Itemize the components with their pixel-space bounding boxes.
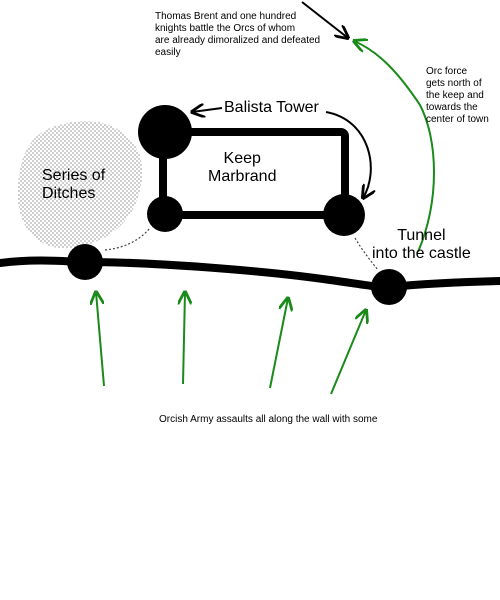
orc-arrow-3 — [269, 298, 288, 389]
ditches-label: Series of Ditches — [42, 167, 106, 202]
balista-tower-circle — [138, 105, 192, 159]
balista-pointer-arrow — [192, 108, 223, 112]
keep-marbrand-label: Keep Marbrand — [208, 150, 277, 185]
balista-fire-arrow — [325, 111, 371, 198]
thomas-brent-label: Thomas Brent and one hundred knights bat… — [155, 11, 321, 58]
orc-force-label: Orc force gets north of the keep and tow… — [426, 66, 489, 125]
keep-walls — [159, 128, 349, 219]
keep-tower-southwest — [147, 196, 183, 232]
tunnel-label: Tunnel into the castle — [372, 227, 471, 262]
tunnel-east — [354, 237, 379, 271]
keep-tower-southeast — [323, 194, 365, 236]
orc-arrow-2 — [183, 292, 185, 385]
tunnel-west — [104, 227, 151, 251]
knights-arrow — [301, 1, 348, 38]
ditches-area — [18, 121, 143, 249]
orcish-army-label: Orcish Army assaults all along the wall … — [159, 414, 378, 425]
orc-arrow-1 — [96, 292, 105, 387]
wall-tower-east — [371, 269, 407, 305]
wall-tower-west — [67, 244, 103, 280]
balista-tower-label: Balista Tower — [224, 99, 319, 116]
orc-arrow-4 — [330, 310, 366, 395]
orc-force-arrow — [354, 41, 435, 253]
